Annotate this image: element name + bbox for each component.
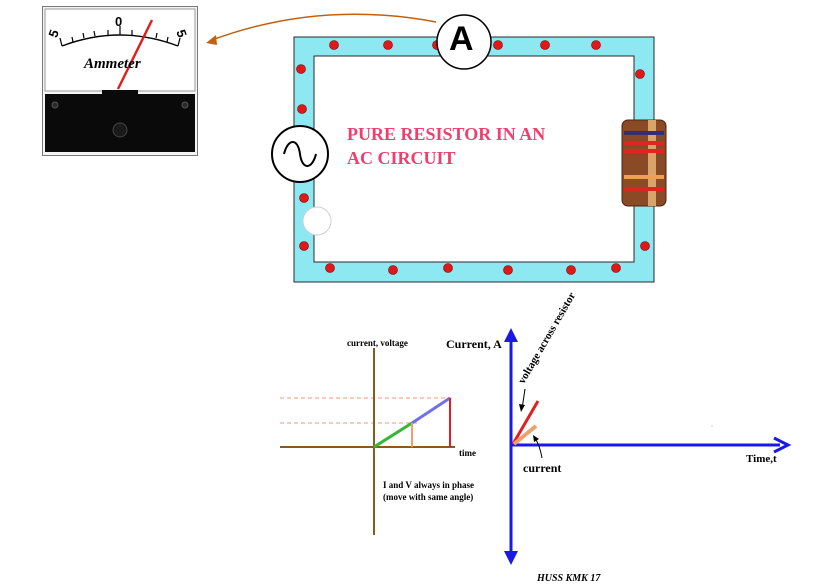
circuit-title-line1: PURE RESISTOR IN AN bbox=[347, 124, 546, 144]
sketch-caption-line1: I and V always in phase bbox=[383, 480, 474, 490]
sketch-y-label: current, voltage bbox=[347, 338, 408, 348]
ammeter-symbol-label: A bbox=[449, 20, 474, 58]
footer-credit: HUSS KMK 17 bbox=[537, 573, 601, 584]
circuit-diagram: A PURE RESISTOR IN AN AC CIRCUIT bbox=[206, 13, 667, 283]
meter-label: Ammeter bbox=[84, 56, 141, 72]
phase-sketch: current, voltage time I and V always in … bbox=[270, 330, 500, 545]
meter-scale-center: 0 bbox=[115, 14, 123, 29]
sketch-caption-line2: (move with same angle) bbox=[383, 492, 474, 502]
axis-y-label: Current, A bbox=[446, 337, 502, 351]
phasor-axes: Current, A Time,t voltage across resisto… bbox=[446, 290, 817, 570]
circuit-title: PURE RESISTOR IN AN AC CIRCUIT bbox=[347, 122, 545, 170]
axis-x-label: Time,t bbox=[746, 453, 777, 465]
sketch-x-label: time bbox=[459, 448, 476, 458]
current-label: current bbox=[523, 461, 562, 475]
circuit-title-line2: AC CIRCUIT bbox=[347, 148, 456, 168]
sketch-caption: I and V always in phase (move with same … bbox=[383, 479, 474, 503]
ammeter-meter: 5 0 5 Ammeter bbox=[42, 6, 198, 156]
